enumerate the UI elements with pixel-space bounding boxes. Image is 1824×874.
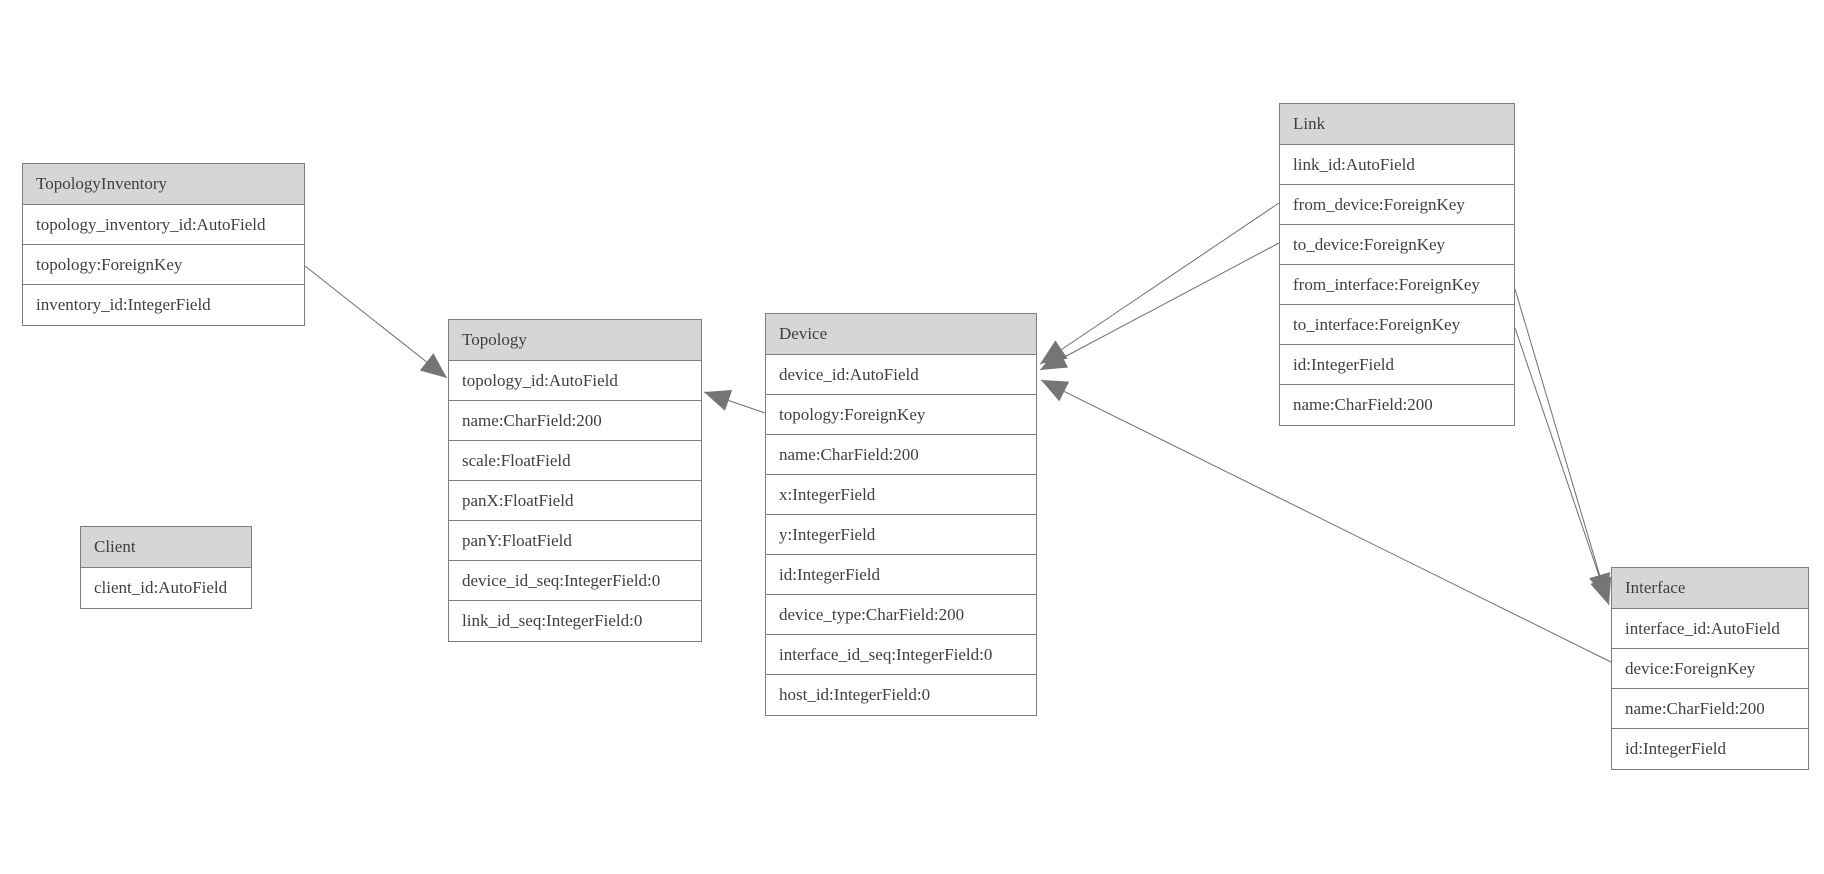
entity-field-row: id:IntegerField (1625, 739, 1727, 758)
entity-field-row: link_id:AutoField (1280, 145, 1514, 185)
relationship-line-link-from_device (1039, 202, 1280, 365)
entity-field-row: topology_inventory_id:AutoField (23, 205, 304, 245)
relationship-line-topologyinventory-topology (304, 265, 448, 379)
relationship-line-link-to_device (1039, 242, 1280, 371)
entity-field-row: device_id:AutoField (766, 355, 1036, 395)
relationship-edges (304, 202, 1612, 663)
entity-table-client: Client client_id:AutoField (80, 526, 252, 609)
entity-header: TopologyInventory (23, 164, 304, 205)
relationship-line-interface-device (1040, 379, 1612, 663)
entity-field-row: topology:ForeignKey (23, 245, 304, 285)
entity-field-row: id:IntegerField (766, 555, 1036, 595)
entity-field-row: from_interface:ForeignKey (1280, 265, 1514, 305)
entity-field-row: topology_id:AutoField (449, 361, 701, 401)
entity-field-row: panY:FloatField (449, 521, 701, 561)
relationship-line-device-topology (703, 390, 766, 414)
entity-field-row: link_id_seq:IntegerField:0 (462, 611, 643, 630)
relationship-line-link-to_interface (1514, 327, 1612, 606)
entity-field-row: name:CharField:200 (1293, 395, 1433, 414)
entity-field-row: interface_id:AutoField (1612, 609, 1808, 649)
entity-field-row: y:IntegerField (766, 515, 1036, 555)
entity-header: Client (81, 527, 251, 568)
entity-header: Topology (449, 320, 701, 361)
entity-header: Interface (1612, 568, 1808, 609)
entity-field-row: device_type:CharField:200 (766, 595, 1036, 635)
entity-header: Link (1280, 104, 1514, 145)
entity-field-row: scale:FloatField (449, 441, 701, 481)
entity-field-row: topology:ForeignKey (766, 395, 1036, 435)
entity-header: Device (766, 314, 1036, 355)
entity-field-row: device_id_seq:IntegerField:0 (449, 561, 701, 601)
entity-field-row: to_interface:ForeignKey (1280, 305, 1514, 345)
entity-field-row: name:CharField:200 (766, 435, 1036, 475)
entity-field-row: to_device:ForeignKey (1280, 225, 1514, 265)
entity-field-row: id:IntegerField (1280, 345, 1514, 385)
entity-field-row: inventory_id:IntegerField (36, 295, 211, 314)
entity-field-row: name:CharField:200 (1612, 689, 1808, 729)
entity-field-row: client_id:AutoField (94, 578, 228, 597)
entity-field-row: host_id:IntegerField:0 (779, 685, 931, 704)
entity-field-row: from_device:ForeignKey (1280, 185, 1514, 225)
entity-field-row: x:IntegerField (766, 475, 1036, 515)
relationship-line-link-from_interface (1514, 288, 1611, 601)
entity-field-row: name:CharField:200 (449, 401, 701, 441)
entity-field-row: device:ForeignKey (1612, 649, 1808, 689)
entity-field-row: panX:FloatField (449, 481, 701, 521)
entity-field-row: interface_id_seq:IntegerField:0 (766, 635, 1036, 675)
